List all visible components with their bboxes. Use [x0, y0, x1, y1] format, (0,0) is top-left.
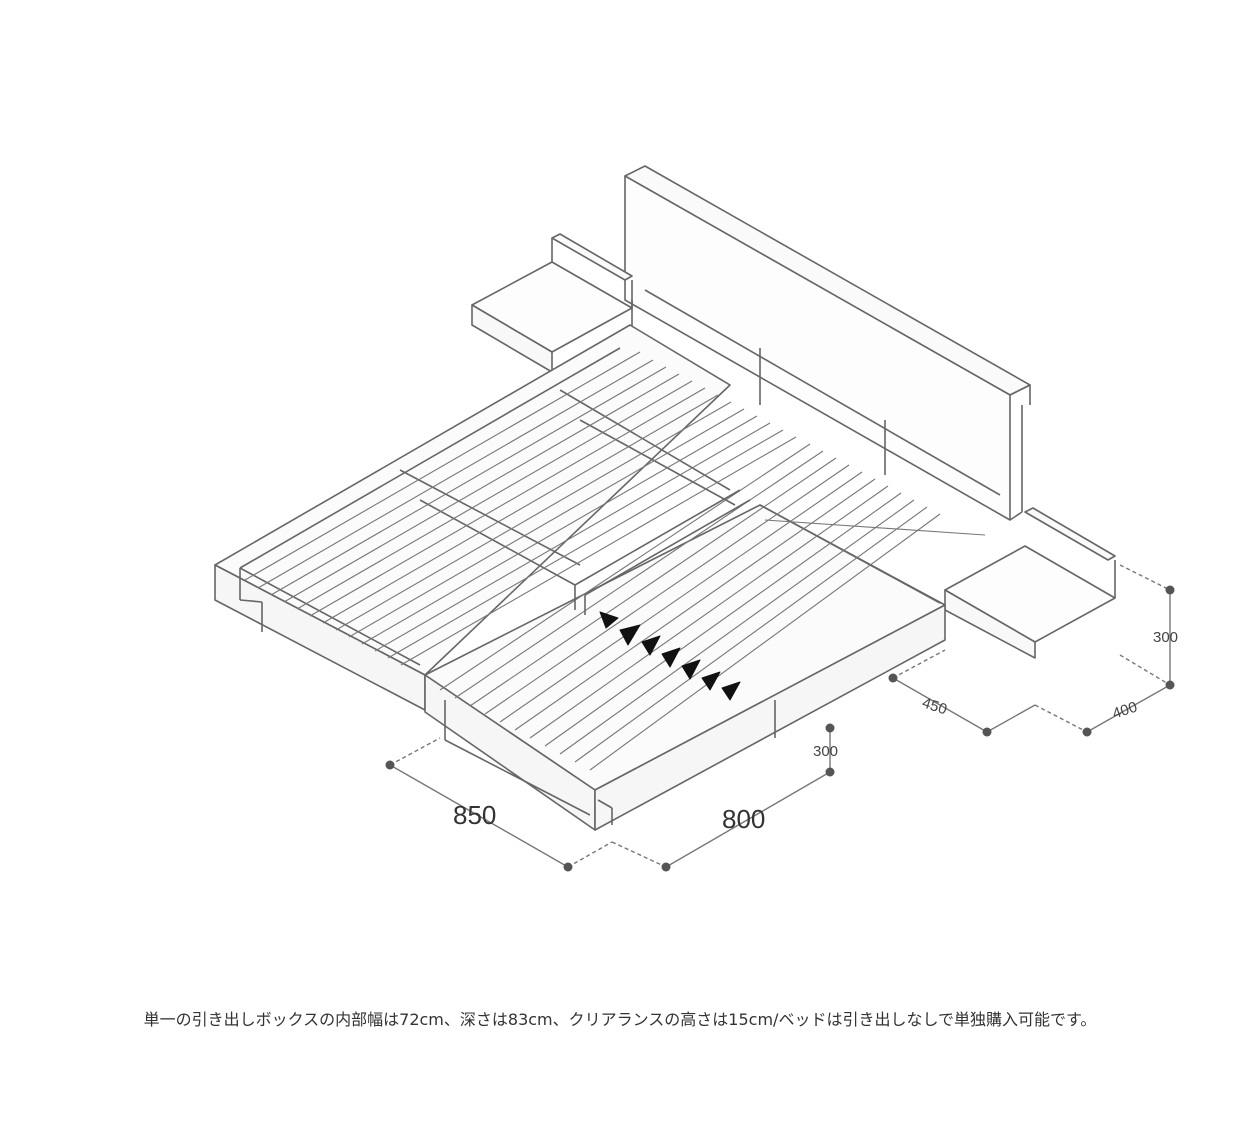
caption-text: 単一の引き出しボックスの内部幅は72cm、深さは83cm、クリアランスの高さは1… [143, 1010, 1097, 1029]
dimension-dots [385, 585, 1175, 872]
dimension-label-850: 850 [453, 800, 496, 830]
dimension-label-800: 800 [722, 804, 765, 834]
dimension-label-height-main: 300 [813, 743, 838, 760]
bed-dimension-diagram: 850 800 300 300 450 400 [214, 165, 1178, 872]
nightstand-right [944, 507, 1116, 659]
arrow-marks [599, 611, 741, 701]
slats [244, 351, 986, 771]
dimension-label-nightstand-depth: 400 [1110, 699, 1139, 723]
center-rails [574, 489, 751, 615]
bed-frame-right [424, 504, 946, 831]
dimension-lines [389, 564, 1171, 868]
headboard [624, 165, 1031, 521]
dimension-label-nightstand-height: 300 [1153, 629, 1178, 646]
dimension-label-nightstand-width: 450 [920, 694, 949, 718]
nightstand-left [471, 233, 633, 373]
bed-frame-left [214, 324, 736, 711]
